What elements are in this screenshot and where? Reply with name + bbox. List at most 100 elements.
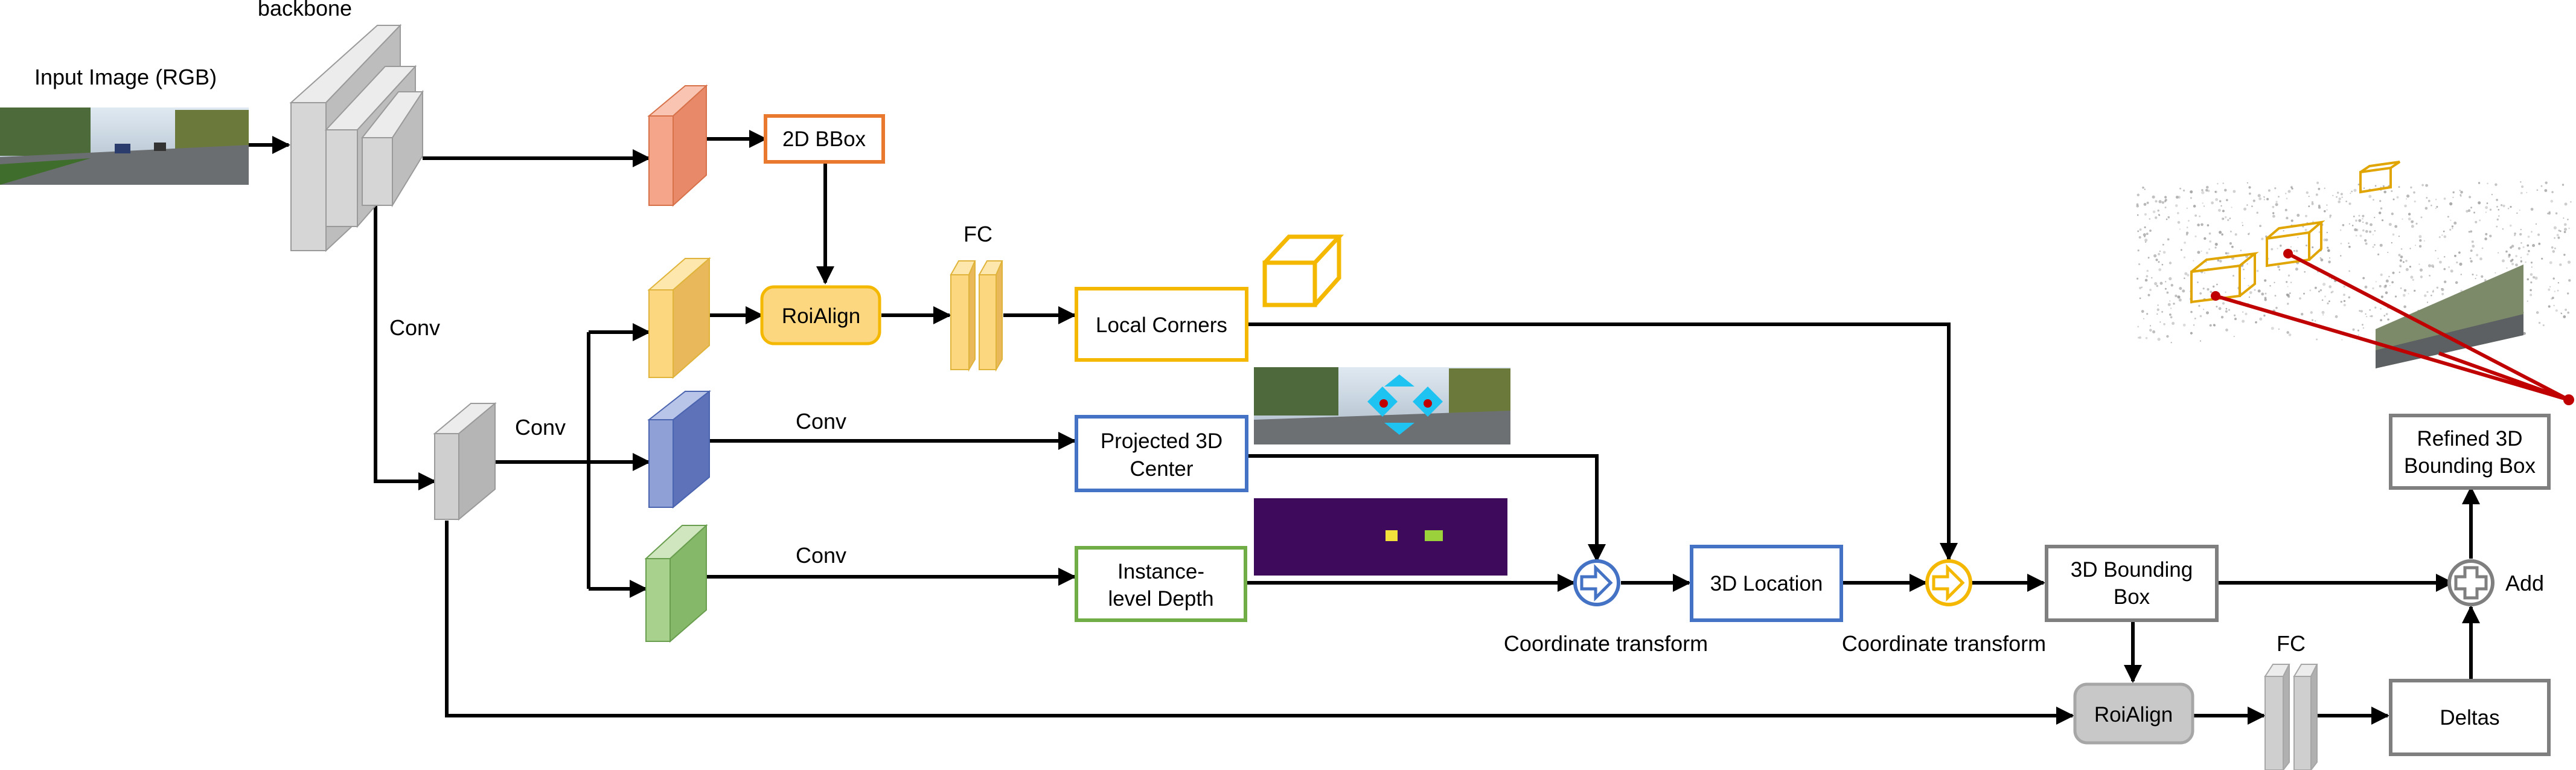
- point-cloud-dot: [2368, 194, 2372, 198]
- point-cloud-dot: [2489, 208, 2492, 211]
- point-cloud-dot: [2525, 261, 2526, 263]
- point-cloud-dot: [2232, 190, 2236, 193]
- point-cloud-dot: [2436, 206, 2438, 208]
- point-cloud-dot: [2280, 245, 2282, 247]
- point-cloud-dot: [2256, 269, 2259, 272]
- point-cloud-dot: [2139, 228, 2142, 231]
- point-cloud-dot: [2263, 196, 2265, 198]
- point-cloud-dot: [2353, 188, 2357, 192]
- point-cloud-dot: [2402, 261, 2405, 263]
- point-cloud-dot: [2427, 199, 2431, 202]
- point-cloud-dot: [2557, 236, 2560, 239]
- point-cloud-dot: [2520, 181, 2522, 183]
- point-cloud-dot: [2403, 289, 2407, 292]
- point-cloud-dot: [2194, 318, 2196, 319]
- refined-3d-bbox-line2: Bounding Box: [2404, 454, 2536, 478]
- point-cloud-dot: [2286, 281, 2288, 283]
- point-cloud-dot: [2510, 224, 2512, 227]
- point-cloud-dot: [2508, 254, 2511, 256]
- point-cloud-dot: [2287, 190, 2291, 193]
- point-cloud-dot: [2355, 219, 2357, 222]
- point-cloud-dot: [2311, 319, 2314, 321]
- point-cloud-dot: [2447, 216, 2449, 218]
- point-cloud-dot: [2287, 286, 2289, 287]
- point-cloud-dot: [2165, 281, 2167, 283]
- point-cloud-dot: [2175, 204, 2178, 207]
- shared-conv-feature: [433, 402, 497, 521]
- point-cloud-dot: [2554, 290, 2556, 292]
- point-cloud-dot: [2343, 300, 2346, 303]
- point-cloud-dot: [2137, 249, 2140, 252]
- point-cloud-dot: [2362, 214, 2365, 217]
- point-cloud-dot: [2264, 279, 2267, 282]
- point-cloud-dot: [2469, 196, 2472, 199]
- point-cloud-dot: [2479, 219, 2481, 222]
- point-cloud-dot: [2193, 324, 2195, 326]
- point-cloud-dot: [2502, 204, 2505, 208]
- point-cloud-dot: [2379, 284, 2382, 287]
- point-cloud-dot: [2420, 216, 2423, 219]
- point-cloud-dot: [2154, 282, 2158, 286]
- point-cloud-dot: [2246, 182, 2248, 184]
- point-cloud-dot: [2455, 281, 2458, 284]
- point-cloud-dot: [2311, 201, 2314, 204]
- point-cloud-dot: [2546, 213, 2549, 214]
- point-cloud-dot: [2165, 218, 2168, 220]
- point-cloud-dot: [2158, 214, 2161, 216]
- 3d-bounding-box-line1: 3D Bounding: [2071, 558, 2193, 582]
- point-cloud-dot: [2167, 238, 2170, 241]
- point-cloud-dot: [2355, 234, 2357, 237]
- point-cloud-dot: [2399, 271, 2400, 273]
- point-cloud-dot: [2352, 328, 2355, 331]
- point-cloud-dot: [2502, 259, 2505, 263]
- point-cloud-dot: [2432, 289, 2434, 291]
- point-cloud-dot: [2290, 246, 2292, 248]
- point-cloud-dot: [2374, 306, 2377, 309]
- point-cloud-dot: [2190, 332, 2193, 335]
- point-cloud-dot: [2164, 200, 2167, 202]
- point-cloud-dot: [2559, 230, 2562, 233]
- point-cloud-dot: [2450, 219, 2452, 221]
- point-cloud-dot: [2372, 246, 2374, 248]
- point-cloud-dot: [2458, 251, 2461, 254]
- point-cloud-dot: [2263, 314, 2266, 317]
- point-cloud-dot: [2146, 201, 2149, 204]
- point-cloud-dot: [2138, 236, 2141, 239]
- point-cloud-dot: [2231, 245, 2234, 248]
- point-cloud-dot: [2470, 230, 2473, 233]
- point-cloud-dot: [2478, 182, 2481, 184]
- point-cloud-dot: [2306, 245, 2307, 246]
- point-cloud-dot: [2232, 275, 2234, 277]
- point-cloud-dot: [2456, 261, 2458, 264]
- point-cloud-dot: [2451, 225, 2454, 228]
- point-cloud-dot: [2264, 297, 2267, 300]
- point-cloud-dot: [2161, 201, 2164, 204]
- refined-3d-bbox-box: Refined 3D Bounding Box: [2389, 414, 2551, 490]
- point-cloud-dot: [2227, 219, 2229, 222]
- point-cloud-dot: [2340, 242, 2342, 245]
- point-cloud-dot: [2304, 271, 2306, 273]
- point-cloud-dot: [2137, 214, 2139, 216]
- point-cloud-dot: [2452, 191, 2455, 194]
- point-cloud-dot: [2203, 205, 2205, 207]
- point-cloud-dot: [2318, 206, 2321, 209]
- point-cloud-dot: [2318, 188, 2321, 190]
- point-cloud-dot: [2225, 291, 2226, 293]
- point-cloud-dot: [2460, 190, 2463, 194]
- point-cloud-dot: [2526, 300, 2528, 302]
- point-cloud-dot: [2326, 231, 2328, 234]
- point-cloud-dot: [2540, 185, 2543, 187]
- point-cloud-dot: [2481, 275, 2484, 278]
- point-cloud-dot: [2362, 229, 2365, 232]
- point-cloud-dot: [2269, 285, 2271, 287]
- point-cloud-dot: [2342, 224, 2345, 226]
- point-cloud-dot: [2169, 261, 2172, 265]
- point-cloud-dot: [2355, 228, 2359, 231]
- point-cloud-dot: [2375, 281, 2377, 283]
- point-cloud-dot: [2187, 274, 2190, 277]
- point-cloud-dot: [2527, 236, 2530, 238]
- point-cloud-dot: [2278, 269, 2281, 271]
- point-cloud-dot: [2264, 298, 2267, 301]
- point-cloud-dot: [2398, 254, 2401, 257]
- point-cloud-dot: [2144, 226, 2146, 228]
